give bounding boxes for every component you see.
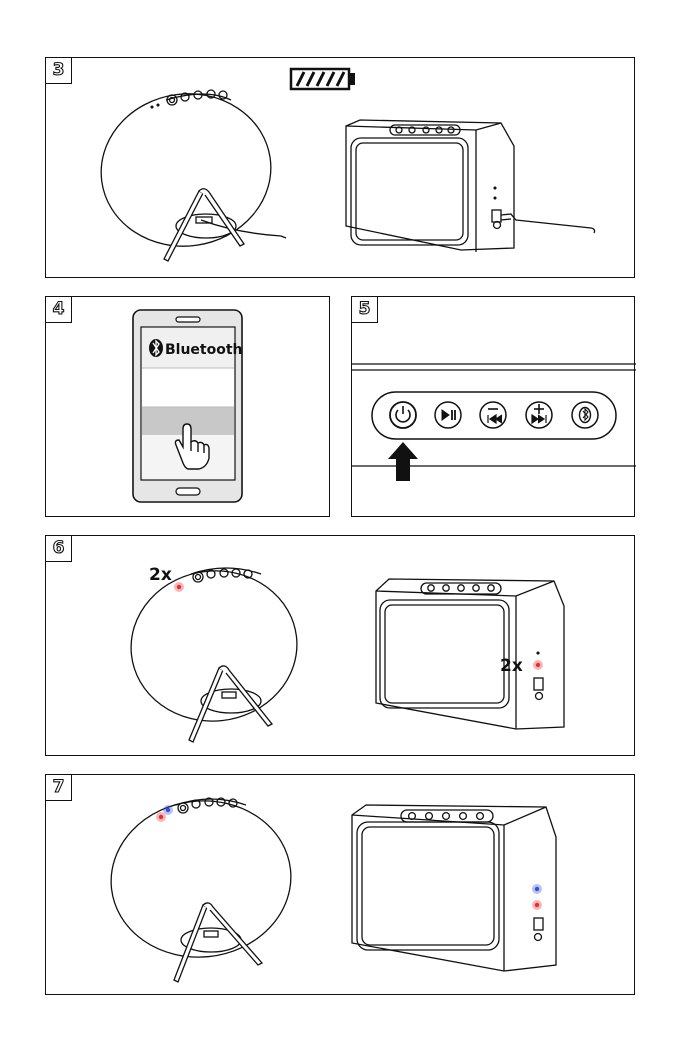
round-speaker [103, 792, 298, 982]
step-5-panel: 5 [351, 296, 635, 517]
smartphone [133, 310, 242, 502]
blue-led-indicator [532, 884, 542, 894]
red-led-indicator [532, 900, 542, 910]
press-count-label: 2x [149, 565, 172, 585]
battery-full-icon [291, 69, 355, 89]
speaker-buttons [167, 90, 227, 105]
rectangular-speaker [346, 120, 595, 252]
rectangular-speaker [376, 579, 564, 729]
press-count-label: 2x [500, 656, 523, 676]
rectangular-speaker [352, 805, 556, 971]
step-3-panel: 3 [45, 57, 635, 278]
red-led-indicator [156, 812, 166, 822]
step-6-panel: 6 [45, 535, 635, 756]
step-6-illustration [46, 536, 636, 757]
red-led-indicator [174, 582, 184, 592]
arrow-up-icon [388, 442, 418, 481]
step-4-illustration: Bluetooth [46, 297, 331, 518]
step-5-illustration [352, 297, 636, 518]
step-7-illustration [46, 775, 636, 996]
step-4-panel: 4 Bluetooth [45, 296, 330, 517]
red-led-indicator [533, 660, 543, 670]
round-speaker [91, 83, 286, 261]
round-speaker [124, 563, 305, 742]
step-3-illustration [46, 58, 636, 279]
bluetooth-icon [149, 339, 163, 357]
step-7-panel: 7 [45, 774, 635, 995]
bluetooth-label: Bluetooth [165, 342, 243, 358]
